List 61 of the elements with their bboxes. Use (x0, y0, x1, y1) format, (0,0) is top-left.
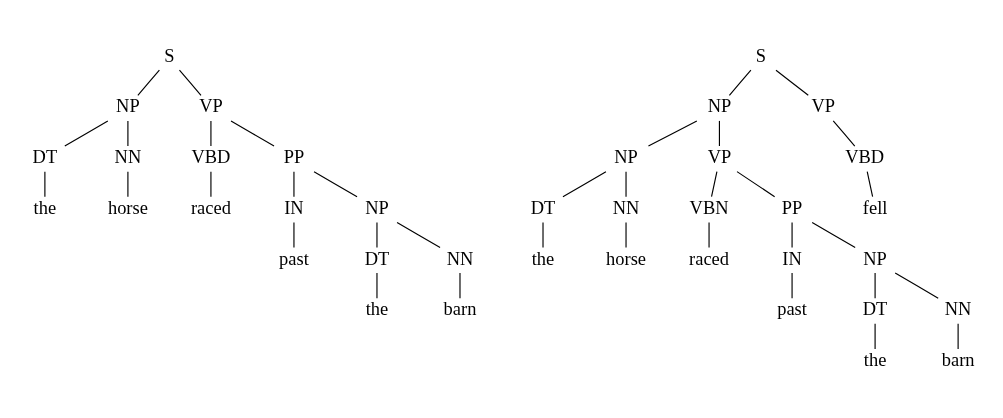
node-text: VBN (689, 197, 729, 218)
node-text: the (531, 248, 555, 269)
connector (647, 119, 698, 147)
node-text: DT (32, 146, 58, 167)
node-text: PP (781, 197, 803, 218)
node-text: NN (446, 248, 474, 269)
node-text: barn (443, 298, 477, 319)
node-text: horse (606, 248, 646, 269)
node-text: NP (863, 248, 887, 269)
node-text: barn (941, 349, 975, 370)
node-text: NP (707, 95, 732, 116)
connector (710, 170, 718, 197)
connector (832, 119, 856, 147)
connector (396, 221, 441, 248)
connector (64, 119, 109, 147)
node-text: VBD (191, 146, 231, 167)
node-text: VP (707, 146, 732, 167)
node-text: NP (116, 95, 140, 116)
connector (728, 69, 752, 96)
node-text: NP (365, 197, 389, 218)
node-text: IN (782, 248, 802, 269)
connector (894, 272, 939, 299)
node-text: IN (284, 197, 304, 218)
node-text: DT (364, 248, 390, 269)
node-text: past (777, 298, 807, 319)
connector (718, 119, 720, 147)
connector (736, 170, 776, 197)
node-text: S (755, 45, 767, 66)
connector (957, 322, 959, 349)
node-text: PP (283, 146, 305, 167)
connector (137, 69, 160, 96)
node-text: the (33, 197, 57, 218)
node-text: raced (689, 248, 730, 269)
connector (562, 170, 607, 197)
connector (230, 119, 275, 147)
node-text: NN (944, 298, 972, 319)
node-text: the (863, 349, 887, 370)
node-text: DT (530, 197, 556, 218)
node-text: raced (190, 197, 231, 218)
connector (313, 170, 358, 197)
connector (127, 119, 129, 147)
node-text: fell (862, 197, 888, 218)
node-text: NP (614, 146, 638, 167)
node-text: VP (199, 95, 223, 116)
node-text: horse (107, 197, 148, 218)
connector (866, 170, 874, 197)
node-text: past (279, 248, 309, 269)
node-text: S (164, 45, 175, 66)
connector (874, 272, 876, 299)
connector (127, 170, 129, 197)
node-text: DT (862, 298, 888, 319)
connector (44, 170, 46, 197)
node-text: the (365, 298, 389, 319)
node-text: NN (612, 197, 640, 218)
node-text: VBD (845, 146, 885, 167)
node-text: VP (811, 95, 835, 116)
connector (811, 221, 856, 248)
connector (178, 69, 202, 96)
node-text: NN (114, 146, 142, 167)
connector (775, 69, 809, 96)
connector (874, 322, 876, 349)
